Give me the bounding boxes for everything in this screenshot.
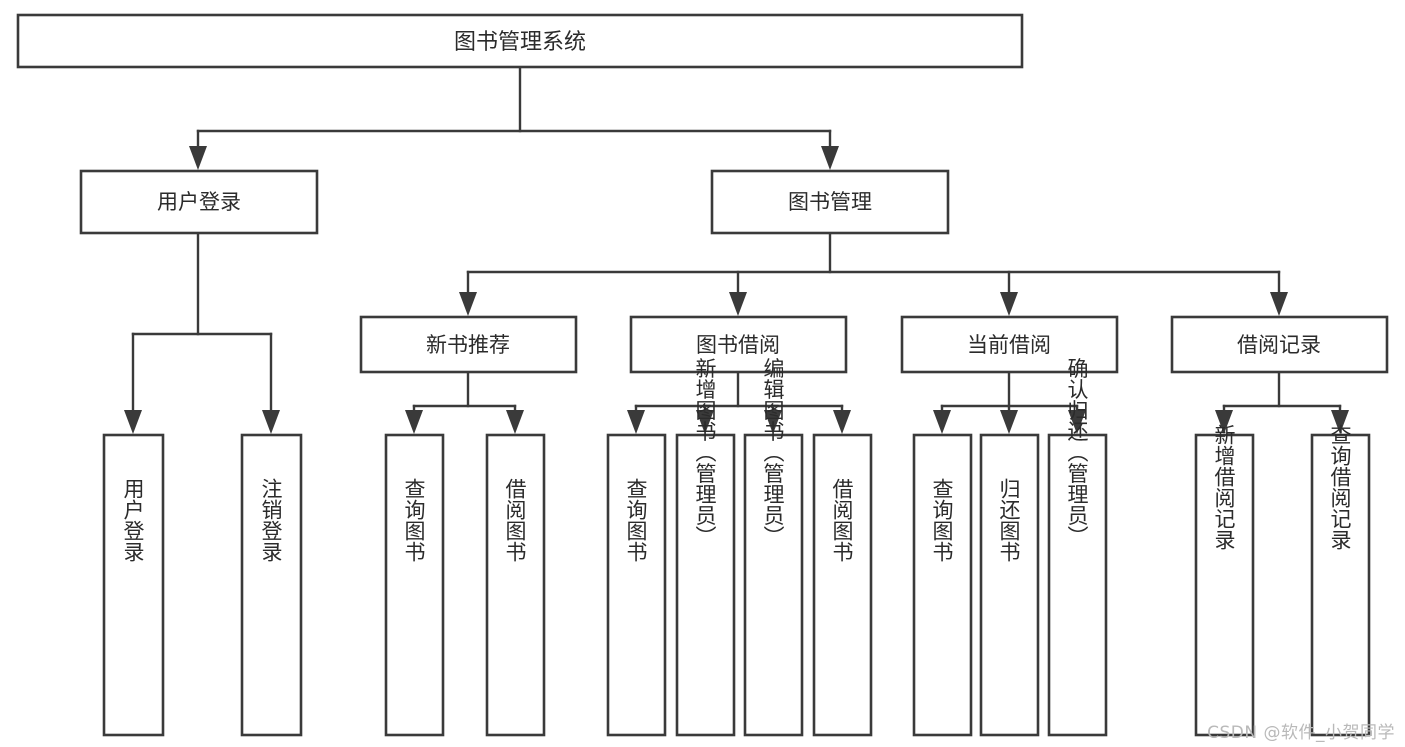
leaf-records-add-record-box[interactable]: [1194, 433, 1255, 737]
leaf-borrow-query-book[interactable]: 查询图书: [606, 433, 667, 737]
leaf-borrow-borrow-book[interactable]: 借阅图书: [812, 433, 873, 737]
node-book-management-label: 图书管理: [788, 190, 872, 214]
leaf-records-add-record-label: 新增借阅记录: [1212, 424, 1236, 550]
node-borrow-records-box[interactable]: [1170, 315, 1389, 374]
leaf-current-return-book-box[interactable]: [979, 433, 1040, 737]
leaf-current-confirm-return-admin-label: 确认归还（管理员）: [1065, 358, 1089, 547]
arrow-head-user-login: [189, 146, 207, 170]
leaf-borrow-borrow-book-box[interactable]: [812, 433, 873, 737]
arrow-head-borrow-leaf-4: [833, 410, 851, 434]
leaf-borrow-add-book-admin-label: 新增图书（管理员）: [693, 358, 717, 547]
arrow-head-current-leaf-2: [1000, 410, 1018, 434]
arrow-head-leaf-logout: [262, 410, 280, 434]
leaf-recommend-query-book-box[interactable]: [384, 433, 445, 737]
node-new-book-recommend-box[interactable]: [359, 315, 578, 374]
leaf-user-login[interactable]: 用户登录: [102, 433, 165, 737]
arrow-head-records-leaf-1: [1215, 410, 1233, 434]
leaf-recommend-borrow-book-box[interactable]: [485, 433, 546, 737]
leaf-records-query-record-box[interactable]: [1310, 433, 1371, 737]
arrow-head-records-leaf-2: [1331, 410, 1349, 434]
node-user-login-box[interactable]: [79, 169, 319, 235]
arrow-head-recommend-leaf-1: [405, 410, 423, 434]
node-user-login[interactable]: 用户登录: [79, 169, 319, 235]
leaf-borrow-query-book-box[interactable]: [606, 433, 667, 737]
leaf-borrow-edit-book-admin-label: 编辑图书（管理员）: [761, 358, 785, 547]
leaf-borrow-borrow-book-label: 借阅图书: [830, 478, 854, 562]
leaf-current-return-book-label: 归还图书: [997, 478, 1021, 562]
node-book-borrow-box[interactable]: [629, 315, 848, 374]
node-root[interactable]: 图书管理系统: [16, 13, 1024, 69]
arrow-head-borrow-records: [1270, 292, 1288, 316]
node-borrow-records[interactable]: 借阅记录: [1170, 315, 1389, 374]
node-book-borrow-label: 图书借阅: [696, 333, 780, 357]
leaf-recommend-borrow-book[interactable]: 借阅图书: [485, 433, 546, 737]
node-new-book-recommend[interactable]: 新书推荐: [359, 315, 578, 374]
node-root-box[interactable]: [16, 13, 1024, 69]
leaf-user-login-box[interactable]: [102, 433, 165, 737]
leaf-current-confirm-return-admin[interactable]: 确认归还（管理员）: [1047, 358, 1108, 737]
arrow-head-book-mgmt: [821, 146, 839, 170]
leaf-records-add-record[interactable]: 新增借阅记录: [1194, 424, 1255, 737]
leaf-recommend-borrow-book-label: 借阅图书: [503, 478, 527, 562]
leaf-borrow-add-book-admin-box[interactable]: [675, 433, 736, 737]
arrow-head-leaf-user-login: [124, 410, 142, 434]
leaf-borrow-edit-book-admin-box[interactable]: [743, 433, 804, 737]
leaf-current-return-book[interactable]: 归还图书: [979, 433, 1040, 737]
leaf-logout[interactable]: 注销登录: [240, 433, 303, 737]
node-current-borrow[interactable]: 当前借阅: [900, 315, 1119, 374]
leaf-recommend-query-book[interactable]: 查询图书: [384, 433, 445, 737]
leaf-current-confirm-return-admin-box[interactable]: [1047, 433, 1108, 737]
leaf-records-query-record-label: 查询借阅记录: [1328, 424, 1352, 550]
node-root-label: 图书管理系统: [454, 30, 586, 55]
node-book-borrow[interactable]: 图书借阅: [629, 315, 848, 374]
node-user-login-label: 用户登录: [157, 190, 241, 214]
node-new-book-recommend-label: 新书推荐: [426, 333, 510, 357]
leaf-current-query-book-box[interactable]: [912, 433, 973, 737]
leaf-borrow-query-book-label: 查询图书: [624, 478, 648, 562]
arrow-head-borrow-leaf-2: [696, 410, 714, 434]
leaf-current-query-book[interactable]: 查询图书: [912, 433, 973, 737]
node-current-borrow-box[interactable]: [900, 315, 1119, 374]
leaf-logout-box[interactable]: [240, 433, 303, 737]
arrow-head-borrow-leaf-1: [627, 410, 645, 434]
arrow-head-new-book-recommend: [459, 292, 477, 316]
arrow-head-current-leaf-1: [933, 410, 951, 434]
leaf-borrow-edit-book-admin[interactable]: 编辑图书（管理员）: [743, 358, 804, 737]
connector-layer: [124, 66, 1349, 434]
arrow-head-borrow-leaf-3: [764, 410, 782, 434]
leaf-user-login-label: 用户登录: [121, 478, 145, 562]
leaf-logout-label: 注销登录: [259, 478, 283, 562]
leaf-records-query-record[interactable]: 查询借阅记录: [1310, 424, 1371, 737]
arrow-head-current-leaf-3: [1068, 410, 1086, 434]
node-borrow-records-label: 借阅记录: [1237, 333, 1321, 357]
node-current-borrow-label: 当前借阅: [967, 333, 1051, 357]
leaf-recommend-query-book-label: 查询图书: [402, 478, 426, 562]
csdn-watermark: CSDN @软件_小贺同学: [1207, 723, 1395, 743]
leaf-borrow-add-book-admin[interactable]: 新增图书（管理员）: [675, 358, 736, 737]
node-book-management-box[interactable]: [710, 169, 950, 235]
node-book-management[interactable]: 图书管理: [710, 169, 950, 235]
leaf-current-query-book-label: 查询图书: [930, 478, 954, 562]
arrow-head-recommend-leaf-2: [506, 410, 524, 434]
arrow-head-book-borrow: [729, 292, 747, 316]
arrow-head-current-borrow: [1000, 292, 1018, 316]
